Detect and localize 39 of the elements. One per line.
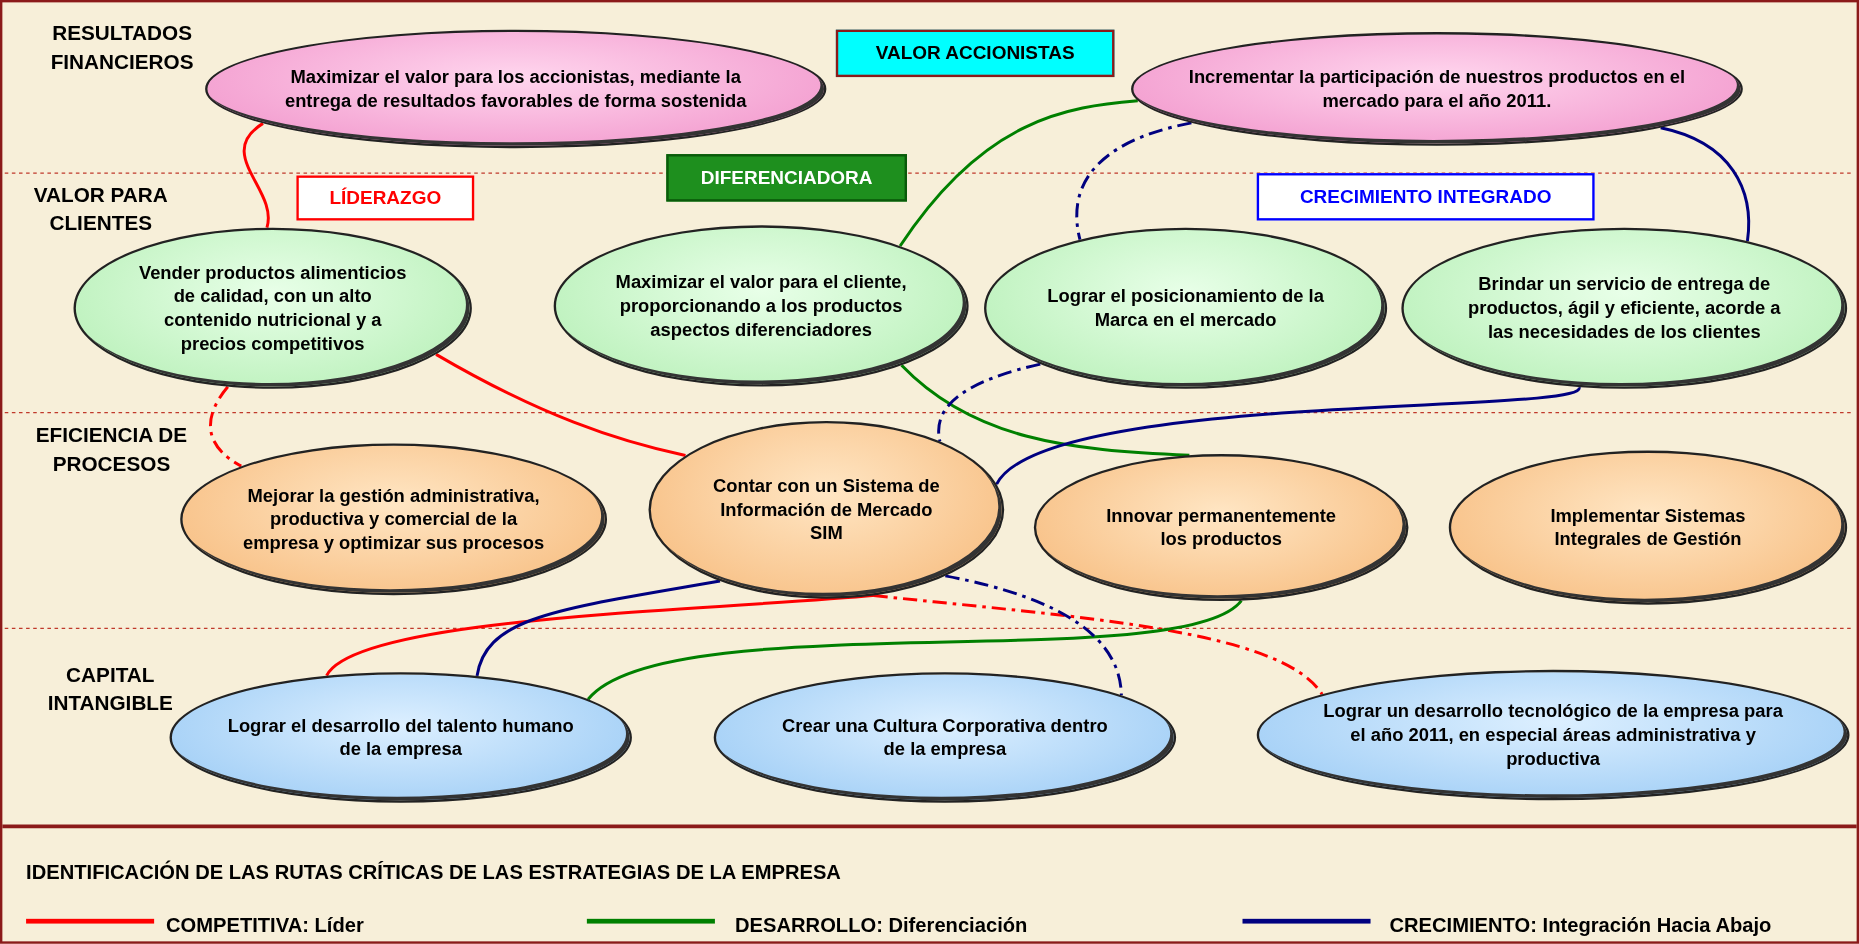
connector-line [1075,121,1192,240]
objective-text: Brindar un servicio de entrega de productos, ágil y eficiente, acorde a las necesidades de los clientes [1467,272,1782,344]
objective-text: Vender productos alimenticios de calidad, con un alto contenido nutricional y a precios competitivos [137,261,408,356]
objective-text: Contar con un Sistema de Información de Mercado SIM [712,474,941,545]
tag-text: CRECIMIENTO INTEGRADO [1299,186,1552,208]
strategy-tag [1256,173,1595,221]
objective-text: Incrementar la participación de nuestros productos en el mercado para el año 2011. [1187,65,1687,113]
connector-line [587,599,1243,701]
row-label: VALOR PARA CLIENTES [32,181,169,237]
tag-text: VALOR ACCIONISTAS [875,42,1075,64]
row-label: CAPITAL INTANGIBLE [46,661,174,717]
objective-text: Lograr un desarrollo tecnológico de la empresa para el año 2011, en especial áreas administrativa y productiva [1322,699,1784,771]
strategy-tag [666,154,907,202]
objective-text: Innovar permanentemente los productos [1105,504,1338,551]
objective-text: Lograr el desarrollo del talento humano de la empresa [226,713,575,761]
connector-line [900,364,1190,457]
legend-text: COMPETITIVA: Líder [166,914,364,938]
connector-line [995,386,1580,486]
legend-text: CRECIMIENTO: Integración Hacia Abajo [1389,914,1772,938]
objective-text: Implementar Sistemas Integrales de Gestión [1549,504,1747,551]
connector-line [898,99,1138,247]
connector-line [435,353,686,457]
diagram-title: IDENTIFICACIÓN DE LAS RUTAS CRÍTICAS DE LAS ESTRATEGIAS DE LA EMPRESA [26,860,841,885]
legend-text: DESARROLLO: Diferenciación [735,914,1028,938]
connector-line [937,362,1041,442]
connector-line [1660,126,1751,242]
tag-text: LÍDERAZGO [329,187,442,209]
tag-text: DIFERENCIADORA [700,167,873,189]
connector-line [242,122,270,228]
objective-text: Maximizar el valor para los accionistas, mediante la entrega de resultados favorables de forma sostenida [283,65,748,113]
objective-text: Mejorar la gestión administrativa, productiva y comercial de la empresa y optimizar sus procesos [241,483,546,555]
row-label: RESULTADOS FINANCIEROS [49,20,195,76]
objective-text: Crear una Cultura Corporativa dentro de la empresa [781,713,1109,761]
strategy-tag [835,29,1115,78]
objective-text: Maximizar el valor para el cliente, proporcionando a los productos aspectos diferenciadores [614,270,908,342]
objective-text: Lograr el posicionamiento de la Marca en el mercado [1046,284,1325,332]
connector-line [945,574,1123,696]
strategy-tag [296,175,475,221]
row-label: EFICIENCIA DE PROCESOS [34,422,189,478]
